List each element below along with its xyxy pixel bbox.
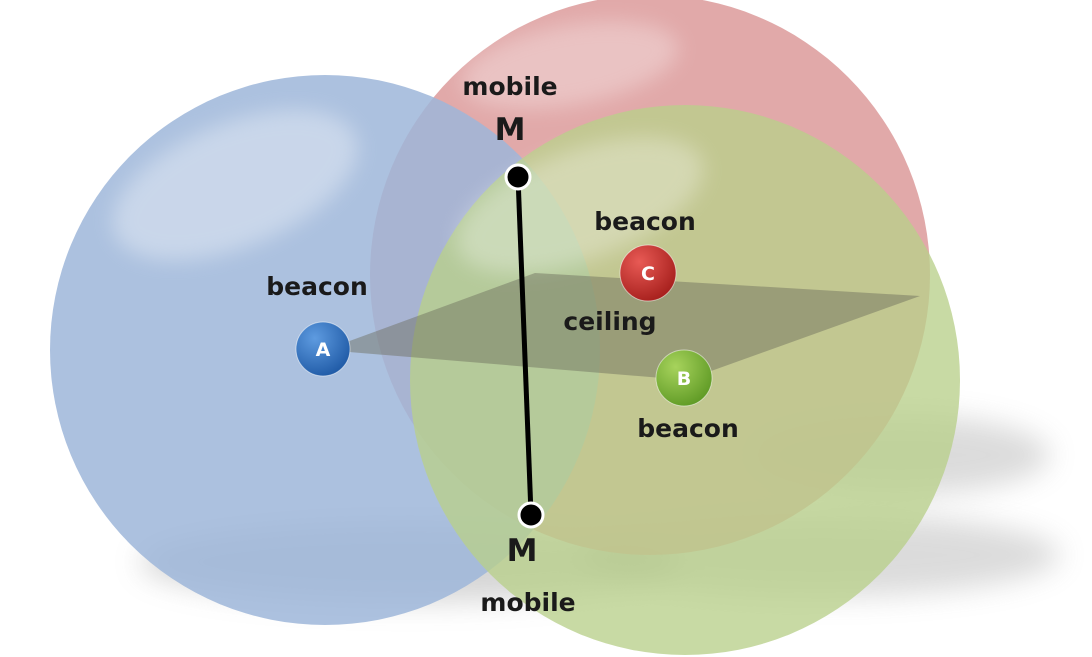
beacon-a-marker [295, 321, 351, 377]
mobile-top-label: mobile [462, 72, 557, 101]
mobile-top-letter: M [495, 112, 526, 148]
mobile-bottom-label: mobile [480, 588, 575, 617]
beacon-c-marker [619, 244, 677, 302]
mobile-path-line [515, 176, 534, 515]
beacon-c-label: beacon [594, 207, 696, 236]
beacon-b-label: beacon [637, 414, 739, 443]
sphere-c-highlight [461, 21, 679, 109]
beacon-c-letter: C [641, 263, 655, 285]
mobile-bottom-point [517, 501, 545, 529]
beacon-b-letter: B [677, 368, 691, 390]
beacon-a: A [295, 321, 351, 377]
beacon-c: C [619, 244, 677, 302]
mobile-top-point [504, 163, 532, 191]
beacon-a-label: beacon [266, 272, 368, 301]
mobile-bottom-letter: M [507, 533, 538, 569]
beacon-a-letter: A [316, 339, 331, 361]
beacon-b-marker [655, 349, 713, 407]
ceiling-label: ceiling [563, 307, 656, 336]
sphere-a-highlight [112, 109, 358, 261]
ceiling-plane [325, 273, 920, 380]
beacon-b: B [655, 349, 713, 407]
sphere-highlights [112, 21, 704, 274]
diagram-labels: mobile M beacon beacon ceiling beacon M … [266, 72, 739, 617]
